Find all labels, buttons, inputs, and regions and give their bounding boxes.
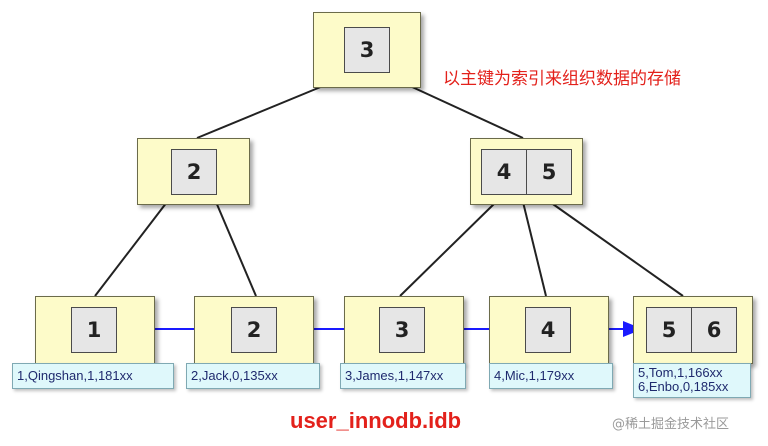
record-row: 2,Jack,0,135xx: [191, 368, 278, 383]
internal-node-4-5-key-5: 5: [526, 149, 572, 195]
record-row: 6,Enbo,0,185xx: [638, 379, 729, 394]
edge-node-2-to-leaf-1: [94, 201, 168, 297]
edge-node-2-to-leaf-2: [215, 201, 257, 297]
leaf-1-key: 1: [71, 307, 117, 353]
internal-node-2: 2: [137, 138, 250, 205]
record-row: 1,Qingshan,1,181xx: [17, 368, 133, 383]
internal-node-4-5: 4 5: [470, 138, 583, 205]
internal-node-4-5-key-4: 4: [481, 149, 527, 195]
leaf-5-6-key-6: 6: [691, 307, 737, 353]
leaf-node-5-6: 5 6: [633, 296, 753, 364]
leaf-2-record: 2,Jack,0,135xx: [186, 363, 320, 389]
leaf-5-6-key-5: 5: [646, 307, 692, 353]
root-node: 3: [313, 12, 421, 88]
leaf-2-key: 2: [231, 307, 277, 353]
leaf-3-key: 3: [379, 307, 425, 353]
edge-root-to-node-4-5: [409, 85, 524, 139]
leaf-3-record: 3,James,1,147xx: [340, 363, 466, 389]
edge-node-4-5-to-leaf-5-6: [549, 201, 684, 297]
root-key: 3: [344, 27, 390, 73]
record-row: 4,Mic,1,179xx: [494, 368, 575, 383]
diagram-caption: 以主键为索引来组织数据的存储: [443, 69, 681, 89]
leaf-node-3: 3: [344, 296, 464, 364]
leaf-node-1: 1: [35, 296, 155, 364]
edge-node-4-5-to-leaf-3: [399, 201, 497, 297]
leaf-1-record: 1,Qingshan,1,181xx: [12, 363, 174, 389]
leaf-5-6-records: 5,Tom,1,166xx 6,Enbo,0,185xx: [633, 363, 751, 398]
record-row: 3,James,1,147xx: [345, 368, 444, 383]
leaf-node-2: 2: [194, 296, 314, 364]
file-name-label: user_innodb.idb: [290, 408, 462, 433]
leaf-node-4: 4: [489, 296, 609, 364]
internal-node-2-key: 2: [171, 149, 217, 195]
record-row: 5,Tom,1,166xx: [638, 365, 723, 380]
leaf-4-key: 4: [525, 307, 571, 353]
watermark: @稀土掘金技术社区: [612, 417, 730, 432]
edge-node-4-5-to-leaf-4: [522, 201, 547, 297]
edge-root-to-node-2: [196, 85, 324, 139]
leaf-4-record: 4,Mic,1,179xx: [489, 363, 613, 389]
